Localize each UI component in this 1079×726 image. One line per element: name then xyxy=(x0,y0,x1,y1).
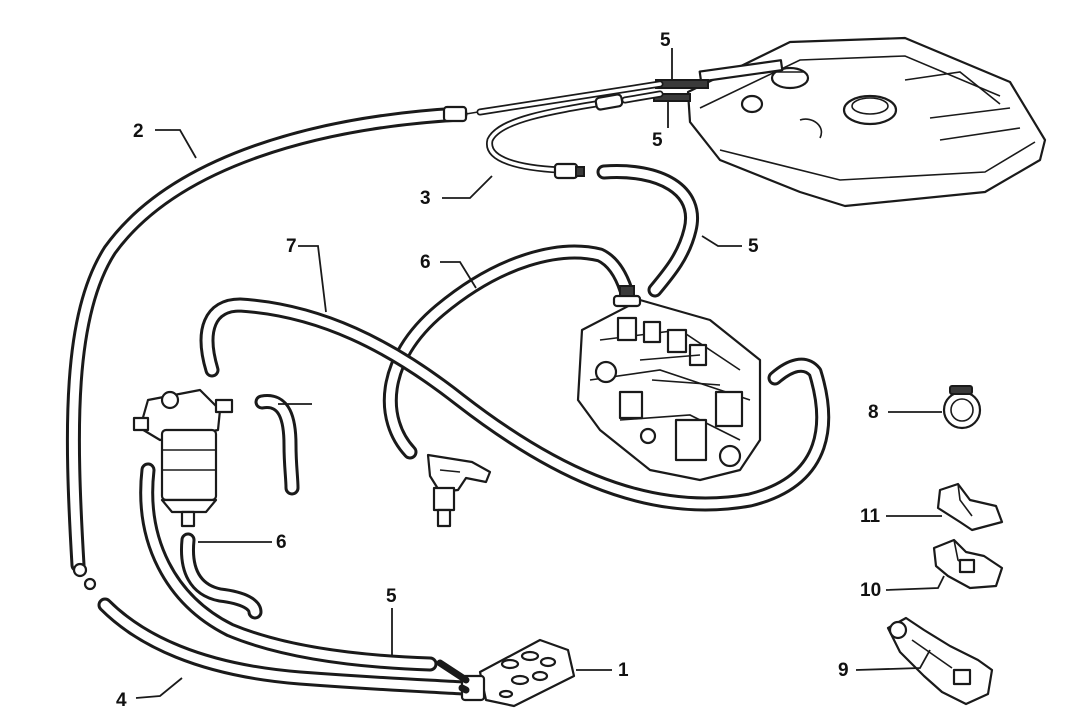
priming-pump xyxy=(436,638,576,708)
hose-6-filter-outlet xyxy=(254,394,300,496)
hose-6-filter-bottom xyxy=(179,532,263,620)
injection-pump xyxy=(576,285,762,482)
fuel-filter xyxy=(132,388,234,528)
callout-4: 4 xyxy=(116,690,127,711)
callout-9: 9 xyxy=(838,660,849,681)
callout-2: 2 xyxy=(133,121,144,142)
hose-6-injector xyxy=(382,244,634,460)
callout-5-tank-top: 5 xyxy=(660,30,671,51)
callout-5-tank-bottom: 5 xyxy=(652,130,663,151)
fuel-tank xyxy=(653,36,1047,208)
callout-5-lower: 5 xyxy=(386,586,397,607)
hose-5-return xyxy=(596,164,699,298)
callout-6-filter-bottom: 6 xyxy=(276,532,287,553)
hose-2-feed-line xyxy=(65,105,479,591)
callout-7: 7 xyxy=(286,236,297,257)
hose-4-lower xyxy=(97,597,470,696)
callout-10: 10 xyxy=(860,580,881,601)
callout-6-injector: 6 xyxy=(420,252,431,273)
callout-3: 3 xyxy=(420,188,431,209)
bracket-lower xyxy=(932,538,1004,590)
callout-8: 8 xyxy=(868,402,879,423)
hose-7-bypass xyxy=(199,297,831,512)
hose-clip xyxy=(942,385,982,430)
hose-5-lower xyxy=(139,462,438,672)
callout-1: 1 xyxy=(618,660,629,681)
callout-5-return: 5 xyxy=(748,236,759,257)
leader-lines xyxy=(135,48,945,699)
sensor-unit xyxy=(886,616,994,706)
tank-line-connector xyxy=(476,80,664,116)
injector xyxy=(426,453,492,528)
bracket-upper xyxy=(936,482,1004,532)
pipe-3-return xyxy=(486,90,664,180)
callout-11: 11 xyxy=(860,506,881,527)
